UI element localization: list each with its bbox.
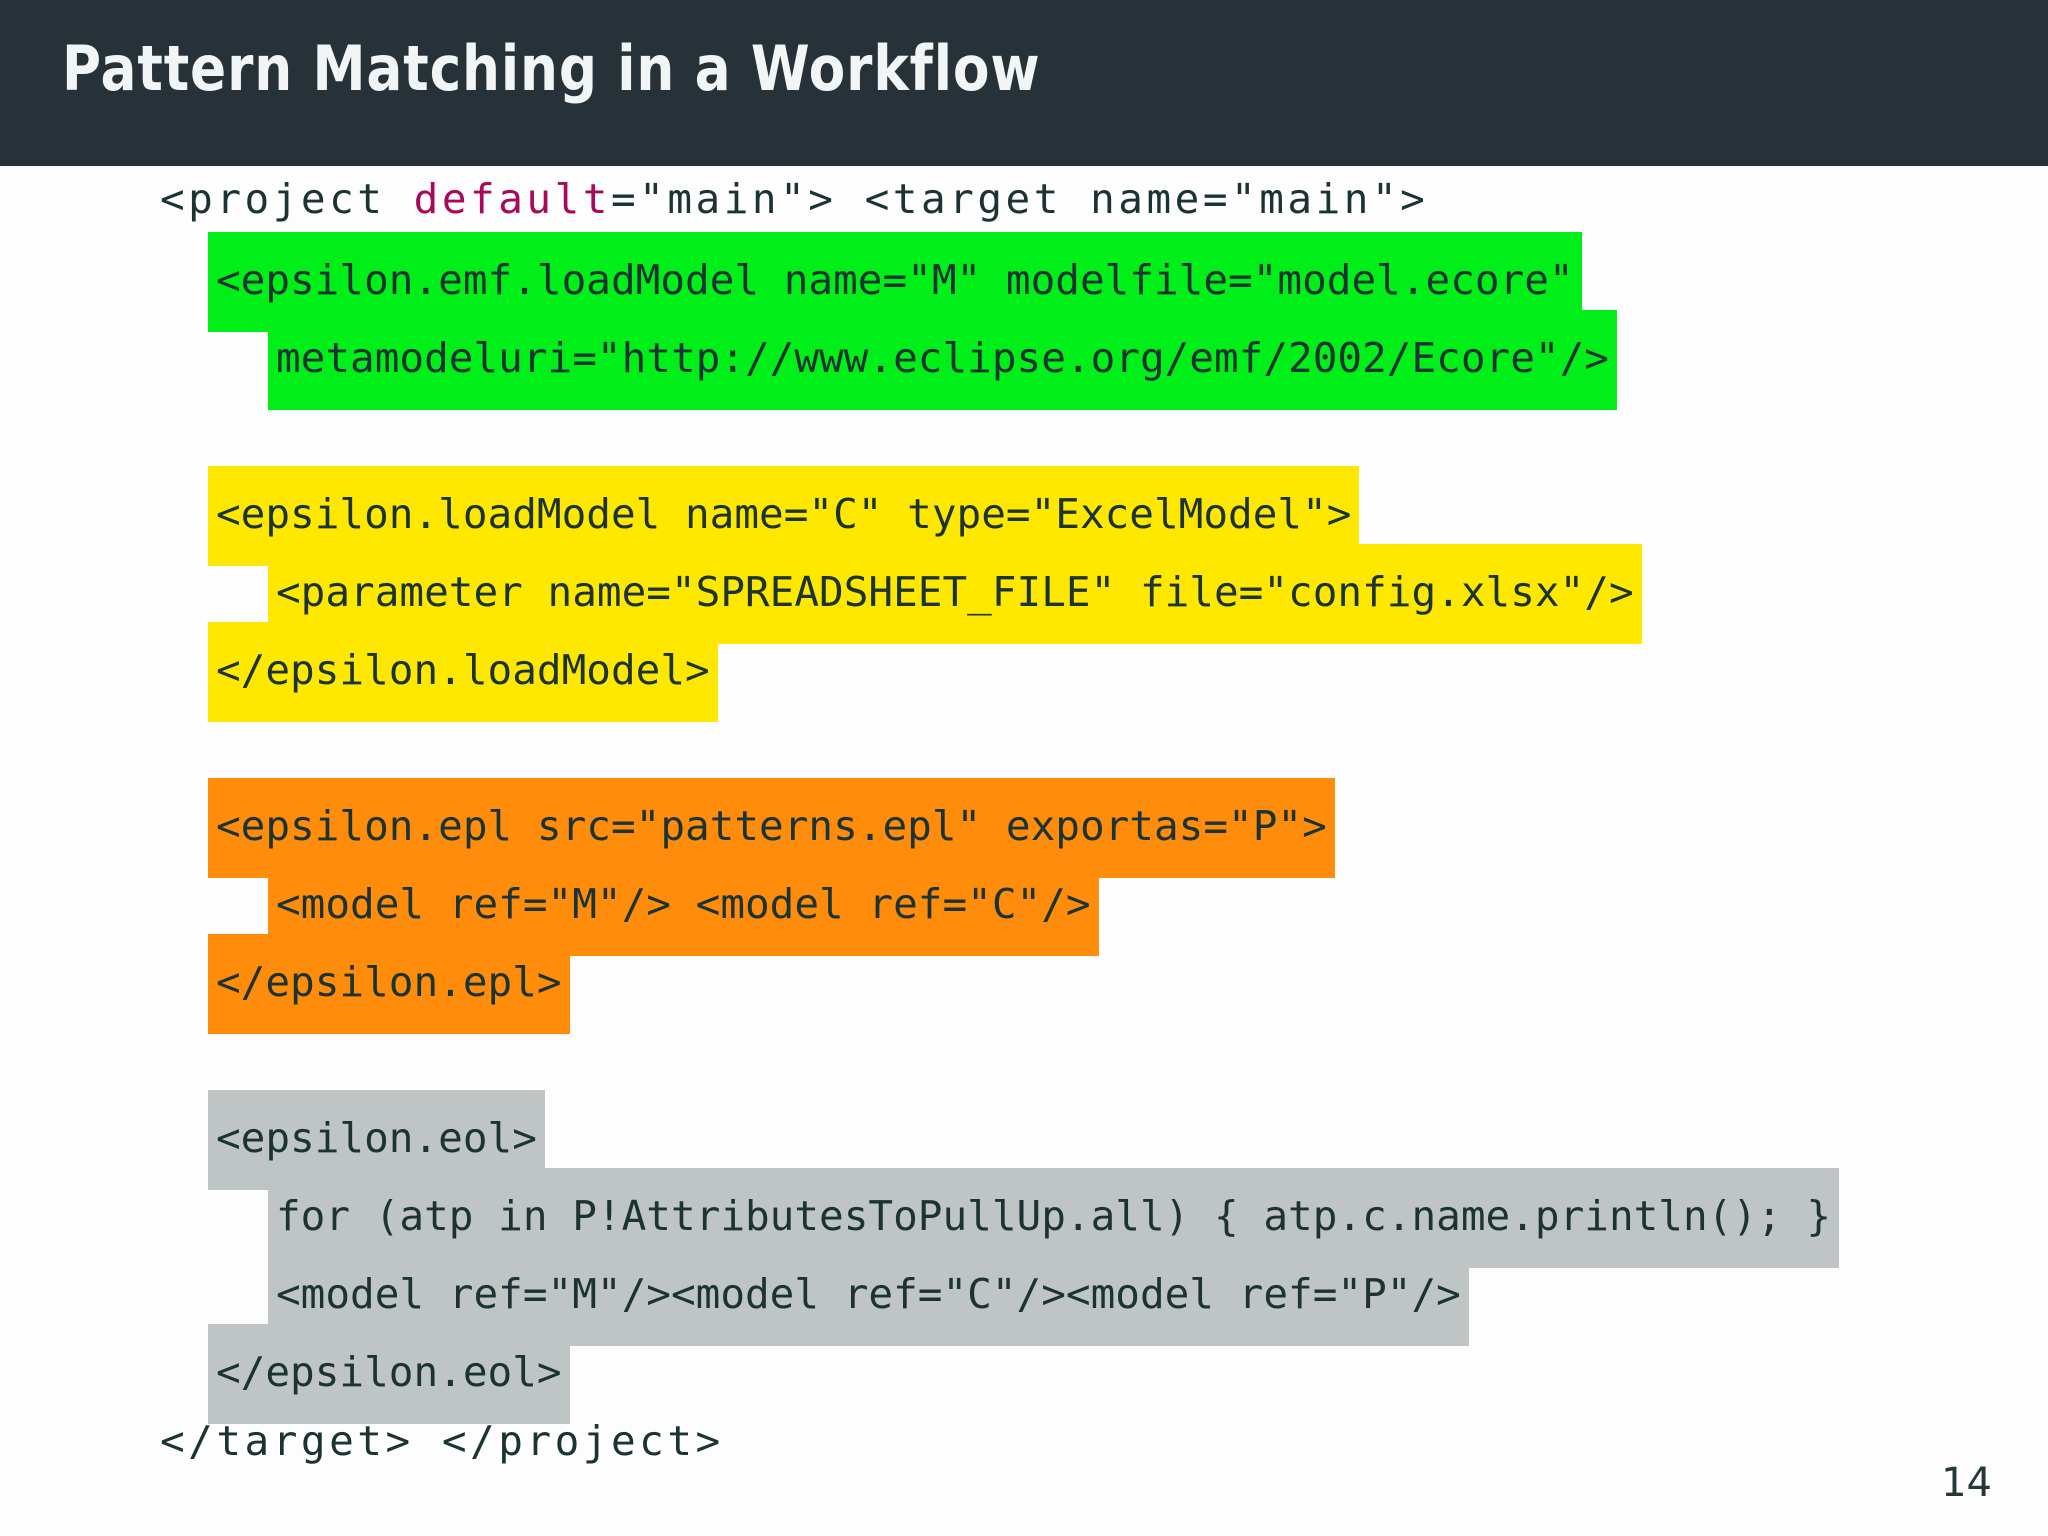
code-line-eol-models: <model ref="M"/><model ref="C"/><model r…	[268, 1246, 1469, 1346]
code-line-metamodeluri: metamodeluri="http://www.eclipse.org/emf…	[268, 310, 1617, 410]
highlight-gray-eol-close: </epsilon.eol>	[208, 1324, 570, 1424]
code-keyword-default: default	[413, 175, 611, 223]
code-line-loadmodel-close: </epsilon.loadModel>	[208, 622, 718, 722]
code-line-eol-close: </epsilon.eol>	[208, 1324, 570, 1424]
highlight-green-metamodeluri: metamodeluri="http://www.eclipse.org/emf…	[268, 310, 1617, 410]
code-text-project-open-post: ="main"> <target name="main">	[610, 175, 1429, 223]
highlight-gray-eol-models: <model ref="M"/><model ref="C"/><model r…	[268, 1246, 1469, 1346]
highlight-orange-epl-models: <model ref="M"/> <model ref="C"/>	[268, 856, 1099, 956]
highlight-yellow-loadmodel-close: </epsilon.loadModel>	[208, 622, 718, 722]
slide-title-bar: Pattern Matching in a Workflow	[0, 0, 2048, 166]
page-title: Pattern Matching in a Workflow	[62, 32, 1041, 105]
code-listing: <project default="main"> <target name="m…	[0, 166, 2048, 1536]
code-line-project-open: <project default="main"> <target name="m…	[160, 160, 1428, 238]
code-line-project-close: </target> </project>	[160, 1417, 724, 1465]
code-line-epl-close: </epsilon.epl>	[208, 934, 570, 1034]
page-number: 14	[1941, 1460, 1992, 1506]
highlight-orange-epl-close: </epsilon.epl>	[208, 934, 570, 1034]
code-text-project-open-pre: <project	[160, 175, 414, 223]
code-line-epl-models: <model ref="M"/> <model ref="C"/>	[268, 856, 1099, 956]
